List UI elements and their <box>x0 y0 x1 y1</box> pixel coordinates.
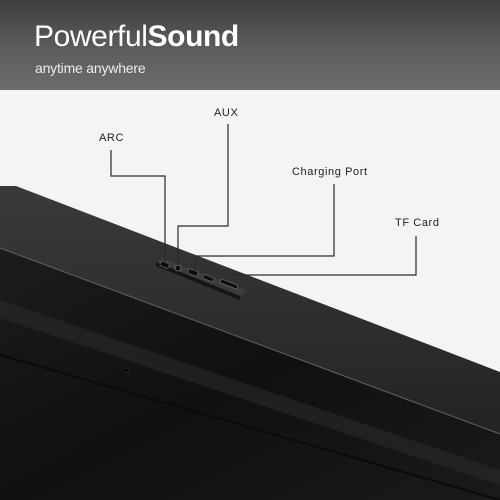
header-banner: PowerfulSound anytime anywhere <box>0 0 500 90</box>
aux-label: AUX <box>214 107 239 119</box>
tagline: anytime anywhere <box>35 60 146 76</box>
arc-leader-line <box>110 150 166 262</box>
arc-label: ARC <box>99 132 125 144</box>
soundbar-illustration <box>0 124 500 500</box>
charging-port-leader-line <box>194 184 335 271</box>
tf-card-leader-line <box>230 236 417 276</box>
headline-light-text: Powerful <box>34 20 148 53</box>
soundbar-front-groove <box>0 354 500 500</box>
microphone-hole <box>122 367 130 373</box>
headline-bold-text: Sound <box>147 20 240 53</box>
headline: PowerfulSound <box>34 22 239 52</box>
soundbar-front-reflection <box>0 300 500 485</box>
charging-port-label: Charging Port <box>292 166 368 178</box>
soundbar-top-surface <box>0 186 500 434</box>
aux-leader-line <box>177 124 229 268</box>
tf-card-label: TF Card <box>395 217 440 229</box>
soundbar-edge-highlight <box>0 247 500 435</box>
